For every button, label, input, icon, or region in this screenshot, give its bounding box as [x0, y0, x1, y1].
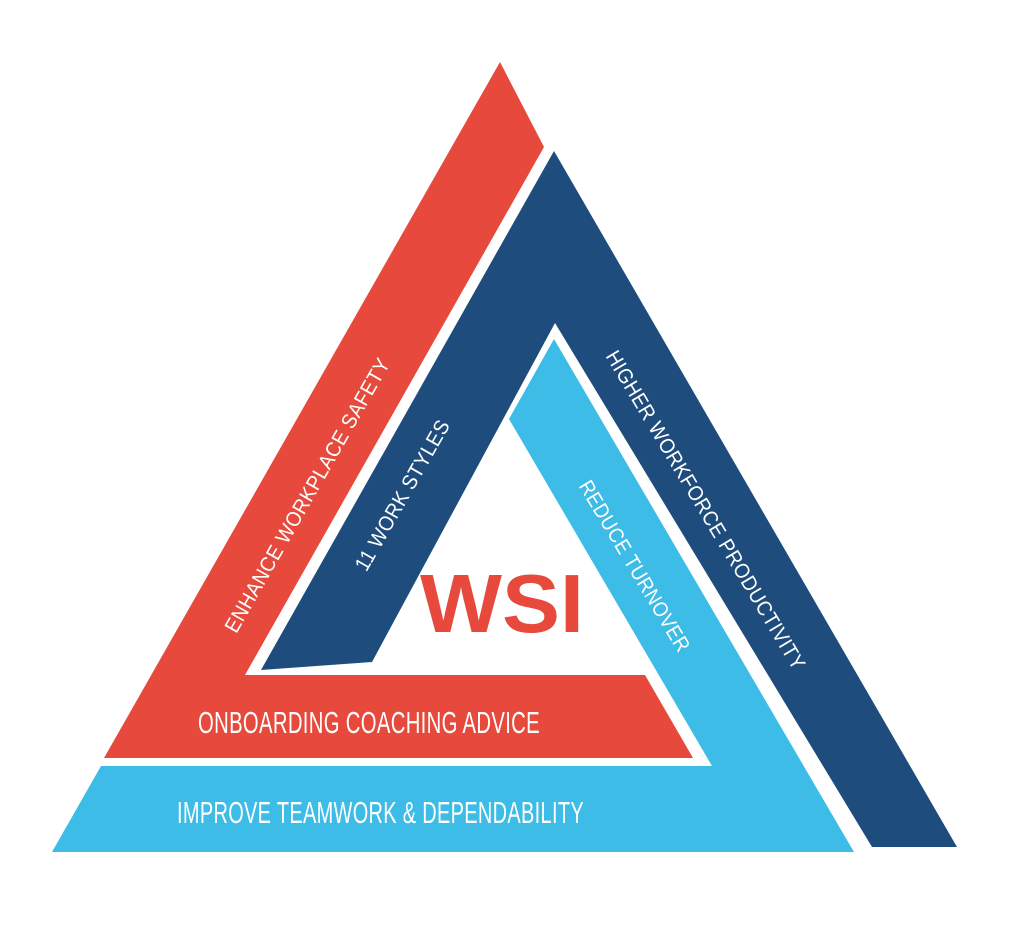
onboarding-coaching-advice-label: ONBOARDING COACHING ADVICE	[198, 706, 540, 740]
wsi-logo: WSI	[420, 557, 584, 650]
dark-blue-band	[261, 151, 957, 847]
red-band	[104, 62, 693, 758]
improve-teamwork-dependability-label: IMPROVE TEAMWORK & DEPENDABILITY	[177, 796, 584, 830]
light-blue-band	[52, 339, 854, 852]
